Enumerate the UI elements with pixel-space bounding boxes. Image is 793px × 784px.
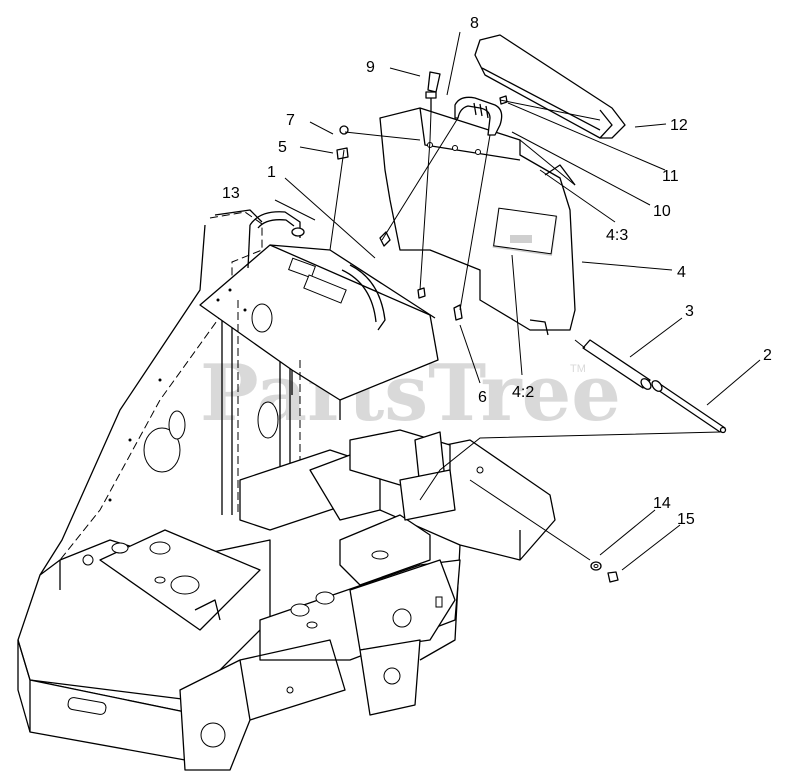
watermark-trademark: TM xyxy=(570,363,586,375)
callout-7: 7 xyxy=(286,112,295,129)
callout-10: 10 xyxy=(653,203,671,220)
callout-9: 9 xyxy=(366,59,375,76)
callout-12: 12 xyxy=(670,117,688,134)
leader-lines xyxy=(274,31,761,571)
callout-15: 15 xyxy=(677,511,695,528)
callout-11: 11 xyxy=(662,168,679,185)
fasteners xyxy=(336,71,508,321)
handle-assembly xyxy=(454,96,503,136)
callout-3: 3 xyxy=(685,303,694,320)
callout-4: 4 xyxy=(677,264,686,281)
seat-cushion xyxy=(474,34,626,139)
callout-13: 13 xyxy=(222,185,240,202)
washer-and-bolt xyxy=(590,561,619,583)
callout-6: 6 xyxy=(478,389,487,406)
assembly-lines xyxy=(329,99,721,561)
chassis-frame xyxy=(17,209,556,771)
pivot-pin xyxy=(651,380,727,434)
callout-5: 5 xyxy=(278,139,287,156)
callout-8: 8 xyxy=(470,15,479,32)
callout-4-2: 4:2 xyxy=(512,384,534,401)
callout-2: 2 xyxy=(763,347,772,364)
callout-labels: 8 9 7 5 1 13 12 11 10 4:3 4 3 2 6 4:2 14… xyxy=(222,15,772,528)
callout-1: 1 xyxy=(267,164,276,181)
callout-14: 14 xyxy=(653,495,671,512)
callout-4-3: 4:3 xyxy=(606,227,628,244)
spacer-tube xyxy=(582,339,652,390)
